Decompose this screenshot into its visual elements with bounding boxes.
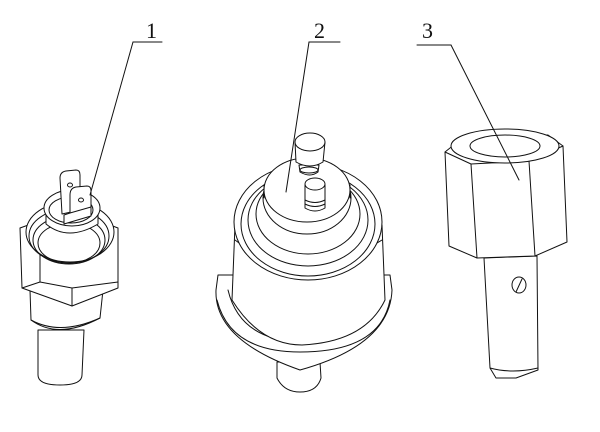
callout-3: 3 (416, 18, 520, 181)
callout-2: 2 (285, 18, 341, 193)
callout-1-label: 1 (146, 18, 157, 43)
part-1-sensor (19, 169, 119, 386)
callout-2-label: 2 (314, 18, 325, 43)
part-2-sensor (215, 132, 393, 393)
callout-3-label: 3 (422, 18, 433, 43)
part-3-fitting (444, 128, 568, 379)
callout-1: 1 (89, 18, 163, 196)
